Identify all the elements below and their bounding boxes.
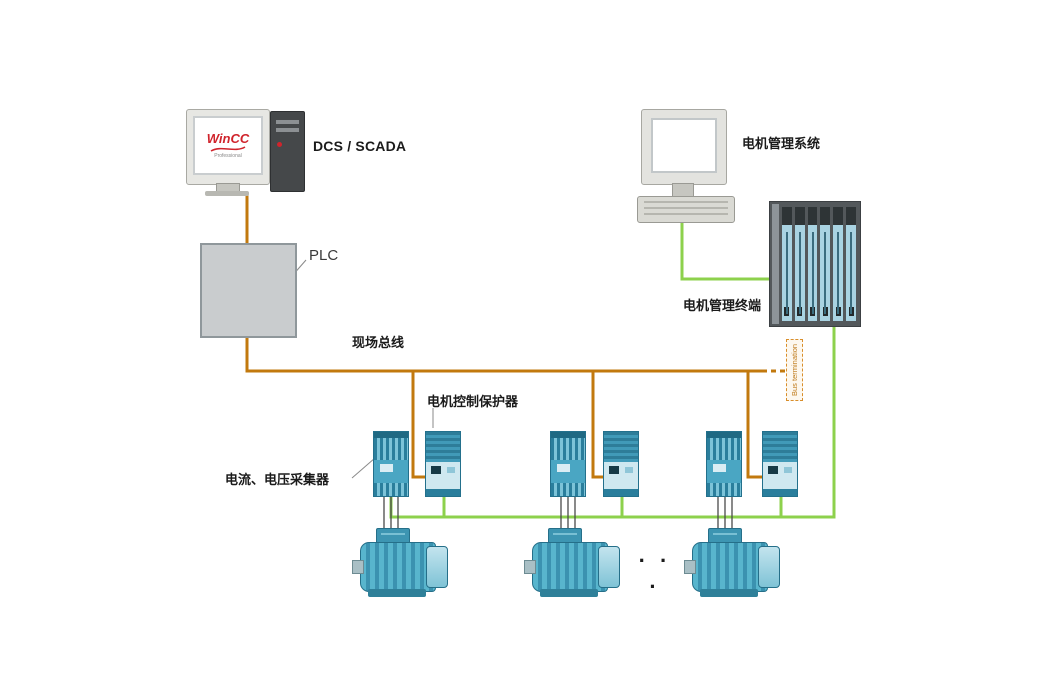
wire-drop-3 xyxy=(746,371,763,479)
motor-end-cap xyxy=(426,546,448,588)
motor-icon xyxy=(684,528,780,598)
motor-protector-label: 电机控制保护器 xyxy=(427,394,519,409)
scada-monitor-base xyxy=(205,191,249,196)
management-pc-screen xyxy=(651,118,717,173)
wincc-swoosh-icon xyxy=(210,146,246,152)
device-display xyxy=(426,462,460,489)
management-pc-monitor-icon xyxy=(641,109,727,185)
motor-protector-icon xyxy=(603,431,639,497)
device-terminals xyxy=(551,438,585,460)
rack-module xyxy=(820,207,831,321)
tower-led xyxy=(277,142,282,147)
device-terminals xyxy=(374,438,408,460)
motor-protector-icon xyxy=(762,431,798,497)
rack-module xyxy=(782,207,792,321)
motor-end-cap xyxy=(598,546,620,588)
rack-rail xyxy=(772,204,779,324)
motor-foot xyxy=(700,589,758,597)
device-terminals xyxy=(763,432,797,462)
current-voltage-collector-icon xyxy=(706,431,742,497)
fieldbus-label: 现场总线 xyxy=(352,335,405,350)
motor-cables-2 xyxy=(560,497,576,530)
motor-cables-3 xyxy=(717,497,733,530)
device-terminals xyxy=(707,438,741,460)
motor-icon xyxy=(524,528,620,598)
device-cap xyxy=(551,432,585,438)
motor-foot xyxy=(540,589,598,597)
motor-shaft xyxy=(684,560,696,574)
motor-shaft xyxy=(524,560,536,574)
current-voltage-collector-icon xyxy=(550,431,586,497)
device-foot xyxy=(763,489,797,496)
device-cap xyxy=(374,432,408,438)
motor-shaft xyxy=(352,560,364,574)
keyboard-keys xyxy=(644,201,728,218)
keyboard-icon xyxy=(637,196,735,223)
scada-screen: WinCC Professional xyxy=(193,116,263,175)
motor-foot xyxy=(368,589,426,597)
rack-module xyxy=(794,207,805,321)
wire-pc-to-terminal xyxy=(680,221,769,281)
motor-body xyxy=(360,542,436,592)
bus-termination-box: Bus termination xyxy=(786,339,803,401)
device-foot xyxy=(426,489,460,496)
motor-cables-1 xyxy=(383,497,399,530)
device-body xyxy=(374,460,408,483)
device-display xyxy=(763,462,797,489)
motor-end-cap xyxy=(758,546,780,588)
wincc-logo: WinCC xyxy=(206,131,250,146)
device-terminals xyxy=(374,483,408,496)
ellipsis-more-motors: · · · xyxy=(638,548,672,599)
tower-drive-bay xyxy=(276,128,299,132)
motor-mgmt-terminal-icon xyxy=(769,201,861,327)
rack-module xyxy=(807,207,818,321)
wire-plc-fieldbus xyxy=(245,338,762,373)
collector-label: 电流、电压采集器 xyxy=(225,472,330,487)
plc-label: PLC xyxy=(309,247,339,264)
rack-modules xyxy=(782,207,856,321)
motor-body xyxy=(692,542,768,592)
rack-module xyxy=(846,207,856,321)
motor-icon xyxy=(352,528,448,598)
device-terminals xyxy=(604,432,638,462)
device-terminals xyxy=(707,483,741,496)
motor-mgmt-terminal-label: 电机管理终端 xyxy=(683,298,762,313)
plc-icon xyxy=(200,243,297,338)
tower-drive-bay xyxy=(276,120,299,124)
device-cap xyxy=(707,432,741,438)
device-display xyxy=(604,462,638,489)
rack-module xyxy=(833,207,844,321)
device-foot xyxy=(604,489,638,496)
device-body xyxy=(551,460,585,483)
wincc-sub-label: Professional xyxy=(214,153,242,159)
motor-mgmt-system-label: 电机管理系统 xyxy=(742,136,821,151)
device-terminals xyxy=(551,483,585,496)
device-terminals xyxy=(426,432,460,462)
computer-tower-icon xyxy=(270,111,305,192)
current-voltage-collector-icon xyxy=(373,431,409,497)
scada-monitor-icon: WinCC Professional xyxy=(186,109,270,185)
pointer-collector xyxy=(351,457,376,479)
motor-body xyxy=(532,542,608,592)
motor-protector-icon xyxy=(425,431,461,497)
device-body xyxy=(707,460,741,483)
dcs-scada-label: DCS / SCADA xyxy=(313,138,407,154)
